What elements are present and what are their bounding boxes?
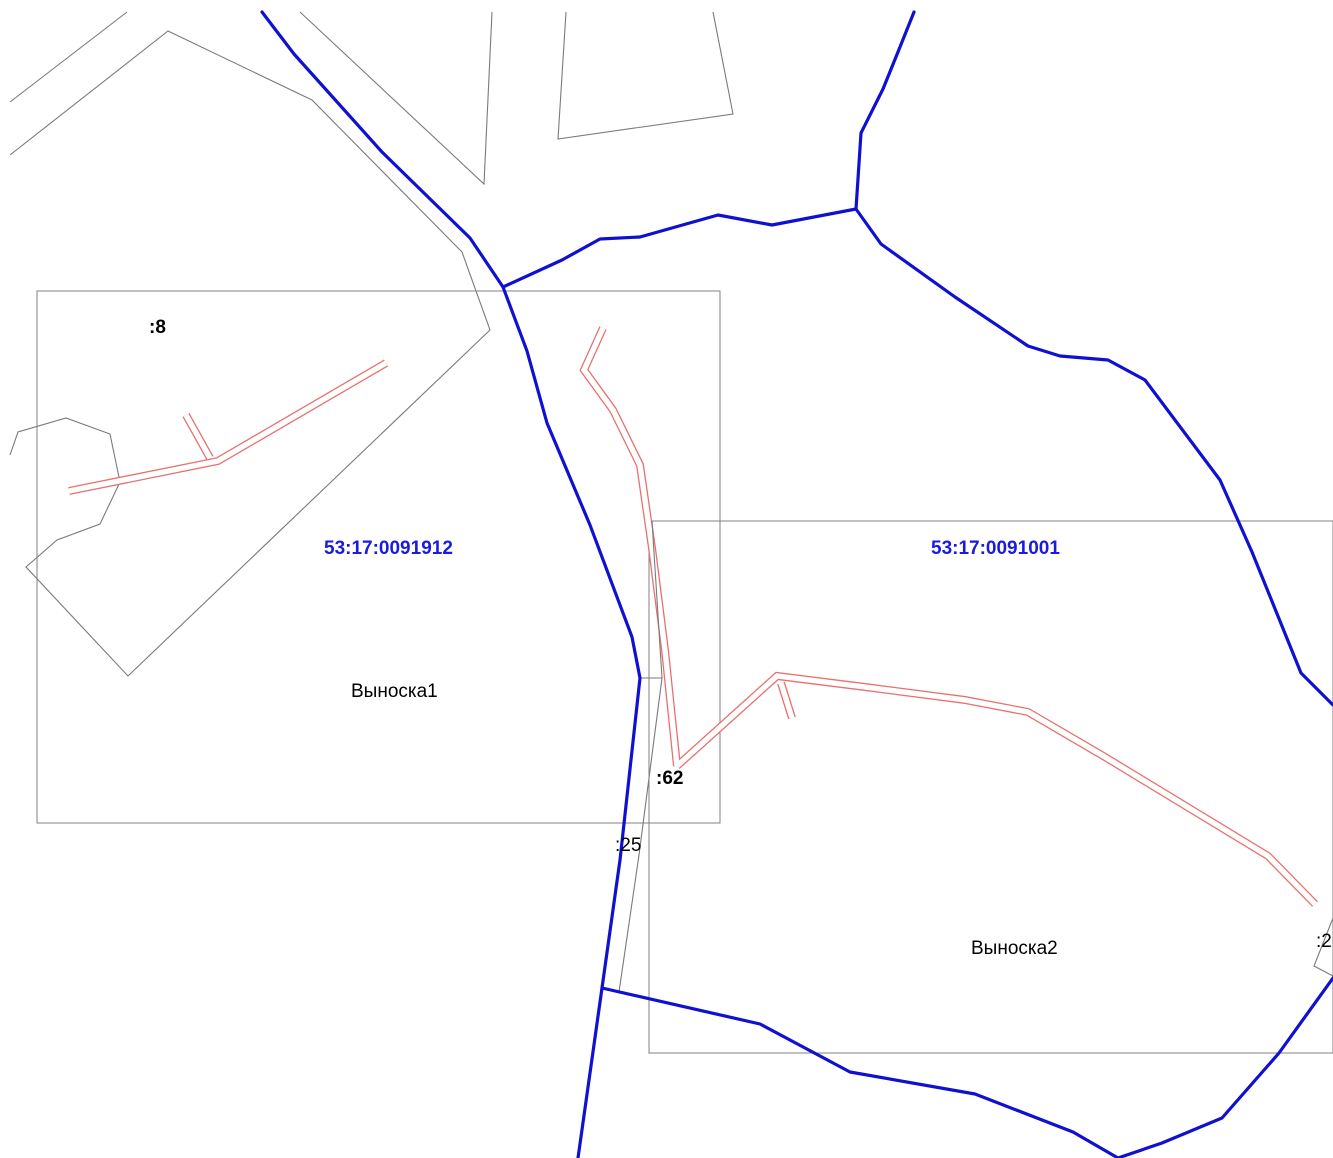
callout-label-1: Выноска1 <box>351 681 438 702</box>
callout-frame-2 <box>648 520 1333 1054</box>
parcel-outline-parcel-8 <box>9 30 491 677</box>
pipeline <box>68 326 1318 907</box>
parcel-outline-parcel-25 <box>618 677 663 993</box>
parcel-outlines <box>9 11 1333 993</box>
parcel-label-62: :62 <box>656 768 683 789</box>
parcel-outline-road-top <box>299 11 493 186</box>
quarter-boundary-east <box>854 207 1333 707</box>
quarter-boundary-north <box>501 10 916 289</box>
parcel-label-25: :25 <box>615 835 641 856</box>
parcel-outline-parcel-2 <box>1313 917 1333 977</box>
quarter-label-91912: 53:17:0091912 <box>324 538 453 559</box>
parcel-outline-parcel-top <box>557 11 734 140</box>
parcel-label-8: :8 <box>149 317 166 338</box>
quarter-boundary-west <box>260 10 642 1158</box>
parcel-label-2: :2 <box>1316 931 1332 952</box>
quarter-label-91001: 53:17:0091001 <box>931 538 1060 559</box>
callout-label-2: Выноска2 <box>971 938 1058 959</box>
quarter-boundary-south <box>600 976 1333 1158</box>
parcel-outline-road-left <box>9 11 128 103</box>
quarter-boundaries <box>260 10 1333 1158</box>
callout-frames <box>36 290 1333 1054</box>
map-labels: 53:17:0091912 53:17:0091001 :8 :62 :25 :… <box>149 317 1332 959</box>
callout-frame-1 <box>36 290 721 824</box>
parcel-outline-corridor <box>651 520 663 679</box>
